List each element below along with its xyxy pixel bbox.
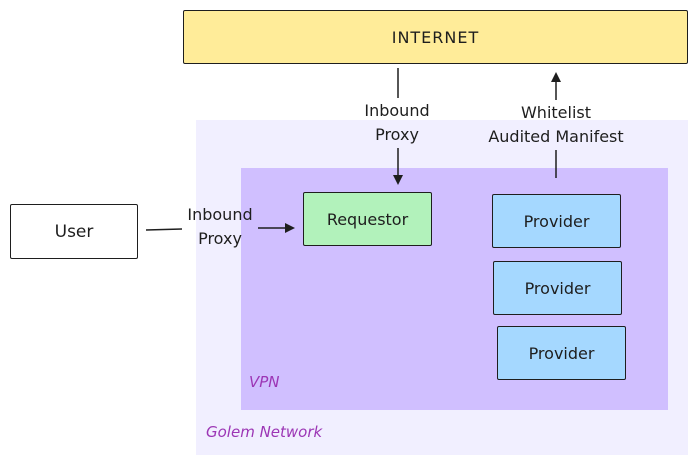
whitelist-label: Whitelist Audited Manifest	[466, 101, 646, 149]
provider-box-2: Provider	[493, 261, 622, 315]
requestor-label: Requestor	[326, 209, 409, 229]
golem-network-label: Golem Network	[206, 423, 323, 441]
label-line: Audited Manifest	[488, 127, 624, 146]
user-box: User	[10, 204, 138, 259]
inbound-proxy-label-top: Inbound Proxy	[347, 99, 447, 147]
provider-box-1: Provider	[492, 194, 621, 248]
label-line: Inbound	[364, 101, 430, 120]
label-line: Whitelist	[520, 103, 592, 122]
inbound-proxy-label-left: Inbound Proxy	[170, 203, 270, 251]
provider-box-3: Provider	[497, 326, 626, 380]
provider-label: Provider	[523, 211, 590, 231]
internet-box: INTERNET	[183, 10, 688, 64]
provider-label: Provider	[528, 343, 595, 363]
label-line: Inbound	[187, 205, 253, 224]
requestor-box: Requestor	[303, 192, 432, 246]
label-line: Proxy	[198, 229, 242, 248]
internet-label: INTERNET	[391, 27, 480, 47]
provider-label: Provider	[524, 278, 591, 298]
user-label: User	[54, 221, 94, 242]
vpn-label: VPN	[249, 373, 280, 391]
user-stub-line	[145, 228, 183, 231]
label-line: Proxy	[375, 125, 419, 144]
